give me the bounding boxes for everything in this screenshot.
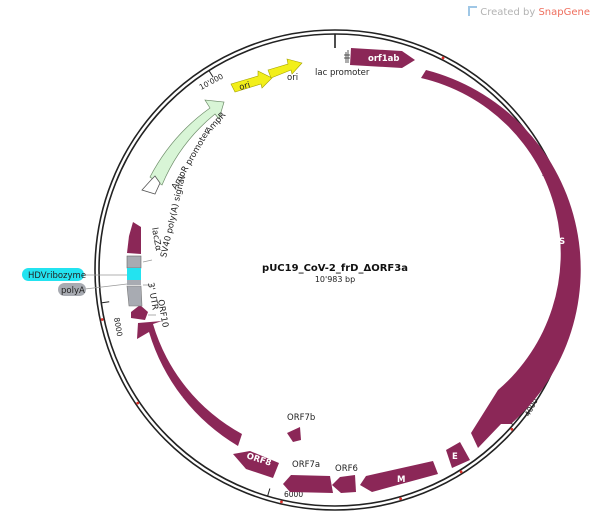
- feature-ori-1[interactable]: [230, 70, 273, 93]
- tick-6000: 6000: [284, 490, 303, 499]
- restriction-site-marker: [100, 318, 104, 321]
- restriction-site-marker: [510, 427, 514, 431]
- feature-ORF6[interactable]: [332, 475, 356, 493]
- feature-ORF10-label: ORF10: [155, 299, 170, 329]
- tick-mark: [101, 301, 110, 304]
- feature-ORF10[interactable]: [131, 305, 148, 320]
- polyA-pill-label: polyA: [61, 286, 85, 296]
- polyA-pill[interactable]: [58, 283, 86, 296]
- feature-S-label: S: [559, 237, 565, 247]
- restriction-site-marker: [459, 470, 463, 474]
- feature-ori-1-label: ori: [238, 80, 251, 93]
- feature-orf1ab-label: orf1ab: [368, 54, 399, 64]
- feature-ori-2[interactable]: [267, 58, 303, 79]
- tick-8000: 8000: [112, 317, 124, 338]
- tick-mark: [208, 70, 214, 78]
- feature-ORF7a-label: ORF7a: [292, 460, 320, 470]
- plasmid-name: pUC19_CoV-2_frD_ΔORF3a: [262, 263, 408, 274]
- feature-utr3-segment[interactable]: [126, 285, 143, 307]
- feature-orf1ab[interactable]: [421, 70, 581, 448]
- feature-lacZa[interactable]: [127, 222, 141, 254]
- watermark: Created by SnapGene: [468, 6, 590, 18]
- feature-polyA-segment[interactable]: [127, 280, 141, 285]
- restriction-site-marker: [399, 497, 403, 501]
- feature-N-label: N: [176, 396, 183, 406]
- restriction-sites: [100, 56, 514, 504]
- feature-orf1ab-label-box[interactable]: [350, 48, 415, 68]
- feature-utr3-label: 3' UTR: [145, 282, 160, 311]
- feature-M[interactable]: [360, 461, 438, 492]
- feature-lacZa-label: lacZα: [149, 227, 163, 252]
- leader-lines: [82, 259, 156, 316]
- feature-sv40-segment[interactable]: [126, 255, 142, 269]
- tick-mark: [267, 488, 271, 497]
- plasmid-length: 10'983 bp: [315, 275, 355, 284]
- feature-M-label: M: [397, 475, 405, 485]
- snapgene-logo-icon: [468, 6, 478, 16]
- feature-ORF8[interactable]: [233, 451, 279, 478]
- hdv-pill[interactable]: [22, 268, 84, 281]
- feature-hdv-segment[interactable]: [127, 268, 141, 280]
- feature-ampr[interactable]: [149, 99, 225, 186]
- feature-lac-promoter-label: lac promoter: [315, 68, 370, 78]
- feature-ORF7b[interactable]: [287, 427, 301, 442]
- restriction-site-marker: [136, 401, 140, 405]
- feature-ORF7a[interactable]: [283, 475, 333, 493]
- lac-promoter-glyph: [344, 50, 350, 63]
- hdv-pill-label: HDVribozyme: [28, 271, 86, 281]
- feature-N[interactable]: [137, 321, 242, 446]
- restriction-site-marker: [441, 56, 445, 60]
- feature-ORF6-label: ORF6: [335, 464, 358, 474]
- restriction-site-marker: [280, 500, 283, 504]
- feature-ori-2-label: ori: [287, 73, 298, 83]
- feature-ORF7b-label: ORF7b: [287, 413, 315, 423]
- feature-ampr-promoter[interactable]: [141, 175, 161, 195]
- feature-E[interactable]: [446, 442, 470, 468]
- feature-E-label: E: [452, 452, 458, 462]
